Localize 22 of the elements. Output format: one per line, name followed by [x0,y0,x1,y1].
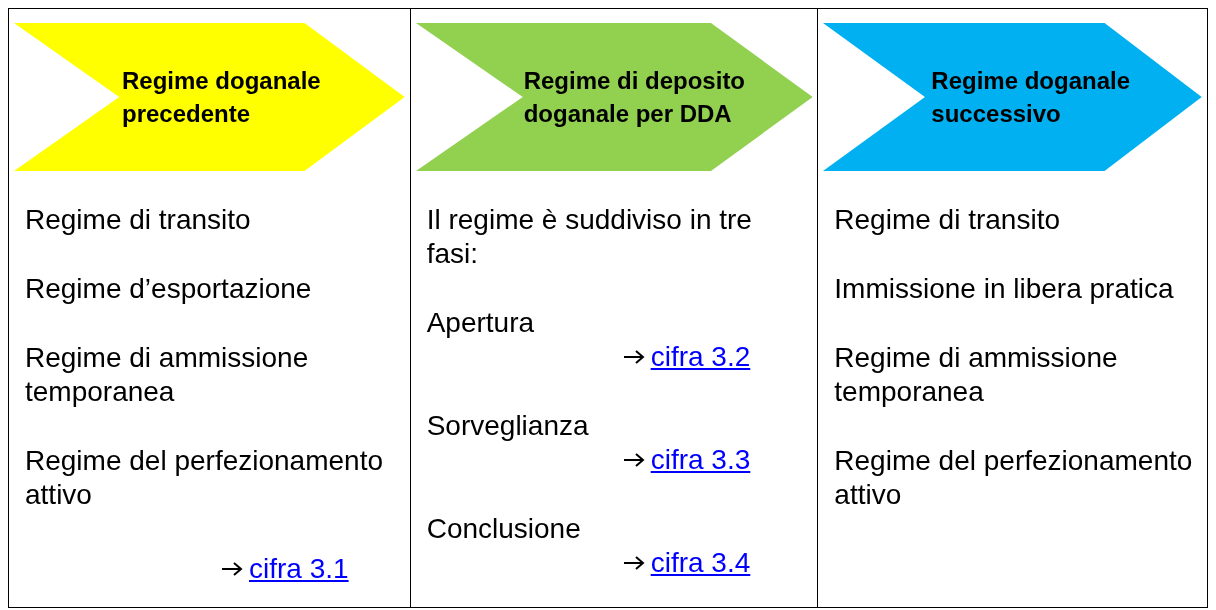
cifra-link: cifra 3.1 [249,552,349,586]
cell-text: Il regime è suddiviso in tre fasi: [426,203,753,271]
cifra-link: cifra 3.2 [650,340,751,374]
cell-text: Immissione in libera pratica [834,272,1174,306]
chevron-shape [415,23,813,171]
cell-text: Regime di transito [834,203,1060,237]
cell-text: Sorveglianza [426,409,589,443]
cell-text: Regime di transito [25,203,251,237]
cell-text: Apertura [426,306,535,340]
cell-text: Regime del perfezionamento attivo [25,444,384,512]
chevron-shape [823,23,1202,171]
chevron-heading: Regime di deposito doganale per DDA [523,66,747,129]
chevron-shape [14,23,405,171]
cell-text: Conclusione [426,512,581,546]
cell-text: Regime di ammissione temporanea [834,341,1119,409]
cell-text: Regime d’esportazione [25,272,312,306]
chevron-heading: Regime doganale successivo [931,66,1132,129]
cell-text: Regime del perfezionamento attivo [834,444,1194,512]
cifra-link: cifra 3.3 [650,443,751,477]
chevron-heading: Regime doganale precedente [122,66,322,129]
cifra-link: cifra 3.4 [650,546,751,580]
cell-text: Regime di ammissione temporanea [25,341,310,409]
